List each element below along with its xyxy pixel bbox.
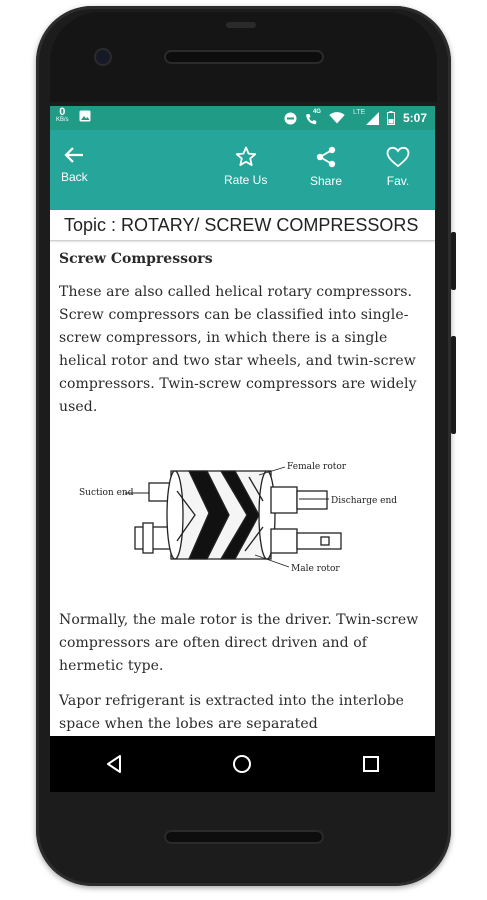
dnd-icon — [284, 112, 297, 124]
volume-rocker — [451, 336, 456, 434]
earpiece-slit — [226, 22, 256, 28]
star-icon — [235, 146, 256, 166]
rate-us-button[interactable]: Rate Us — [224, 146, 267, 187]
recents-square-icon — [362, 756, 379, 772]
label-suction-end: Suction end — [79, 488, 134, 498]
image-icon — [79, 110, 91, 122]
wifi-icon — [329, 112, 345, 124]
front-camera — [96, 50, 110, 64]
heart-icon — [386, 146, 410, 168]
bottom-speaker-grille — [164, 830, 324, 844]
back-triangle-icon — [107, 755, 122, 773]
back-label: Back — [61, 170, 88, 184]
topic-header: Topic : ROTARY/ SCREW COMPRESSORS — [50, 210, 435, 241]
back-button[interactable]: Back — [61, 146, 88, 184]
system-navigation-bar — [50, 736, 435, 792]
label-discharge-end: Discharge end — [331, 496, 397, 506]
speed-unit: KB/s — [56, 117, 69, 123]
network-speed: 0 KB/s — [56, 106, 69, 124]
article-content: Screw Compressors These are also called … — [50, 251, 435, 736]
status-left: 0 KB/s — [56, 106, 91, 124]
article-paragraph-3: Vapor refrigerant is extracted into the … — [59, 693, 405, 732]
status-right: 4G LTE 5:07 — [284, 108, 427, 125]
label-female-rotor: Female rotor — [287, 462, 347, 472]
share-icon — [316, 146, 336, 168]
screw-compressor-diagram: Female rotor Suction end Discharge end M… — [59, 431, 425, 601]
article-paragraph-2: Normally, the male rotor is the driver. … — [59, 612, 419, 674]
arrow-left-icon — [64, 147, 84, 163]
power-button — [451, 232, 456, 290]
battery-icon — [386, 111, 395, 125]
share-button[interactable]: Share — [310, 146, 342, 188]
network-type-label: 4G — [312, 108, 321, 115]
compressor-illustration: Female rotor Suction end Discharge end M… — [79, 462, 397, 574]
article-heading: Screw Compressors — [59, 251, 213, 267]
share-label: Share — [310, 174, 343, 188]
app-toolbar: Back Rate Us Share Fav. — [50, 130, 435, 210]
nav-home-button[interactable] — [212, 744, 272, 784]
nav-recents-button[interactable] — [341, 744, 401, 784]
article-paragraph-1: These are also called helical rotary com… — [59, 284, 417, 415]
favorite-button[interactable]: Fav. — [386, 146, 410, 188]
label-male-rotor: Male rotor — [291, 564, 340, 574]
home-circle-icon — [233, 755, 252, 773]
signal-icon: LTE — [352, 108, 379, 125]
lte-label: LTE — [352, 108, 366, 116]
app-screen: 0 KB/s 4G LTE — [50, 106, 435, 736]
clock: 5:07 — [402, 111, 427, 125]
status-bar: 0 KB/s 4G LTE — [50, 106, 435, 130]
rate-us-label: Rate Us — [224, 173, 268, 187]
speed-value: 0 — [59, 106, 66, 118]
top-speaker-grille — [164, 50, 324, 64]
call-icon: 4G — [305, 108, 321, 125]
favorite-label: Fav. — [386, 174, 410, 188]
nav-back-button[interactable] — [84, 744, 144, 784]
